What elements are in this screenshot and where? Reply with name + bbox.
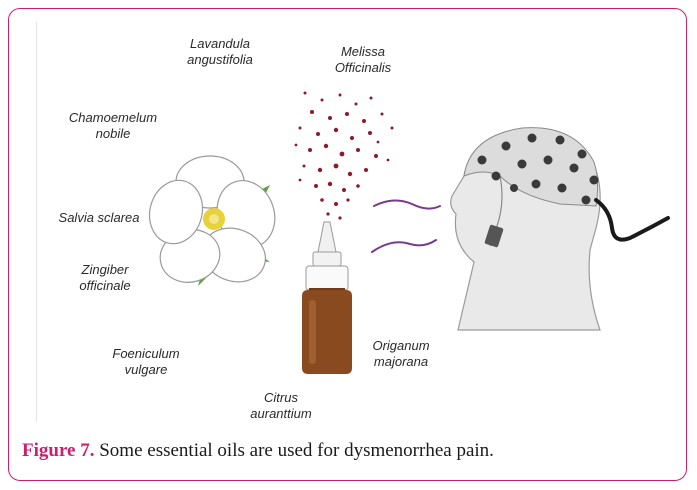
- caption-text: Some essential oils are used for dysmeno…: [94, 440, 493, 461]
- figure-caption: Figure 7. Some essential oils are used f…: [22, 440, 494, 462]
- figure-number: Figure 7.: [22, 440, 94, 461]
- label-zingiber: Zingiber officinale: [50, 262, 160, 294]
- eeg-head-illustration: [451, 128, 668, 330]
- flower-illustration: [143, 156, 284, 290]
- label-chamoemelum: Chamoemelum nobile: [48, 110, 178, 142]
- label-citrus: Citrus auranttium: [226, 390, 336, 422]
- scent-lines: [372, 200, 440, 252]
- label-salvia: Salvia sclarea: [44, 210, 154, 226]
- label-melissa: Melissa Officinalis: [308, 44, 418, 76]
- label-foeniculum: Foeniculum vulgare: [86, 346, 206, 378]
- spray-bottle: [302, 222, 352, 374]
- label-origanum: Origanum majorana: [346, 338, 456, 370]
- label-lavandula: Lavandula angustifolia: [160, 36, 280, 68]
- spray-particles: [295, 92, 394, 220]
